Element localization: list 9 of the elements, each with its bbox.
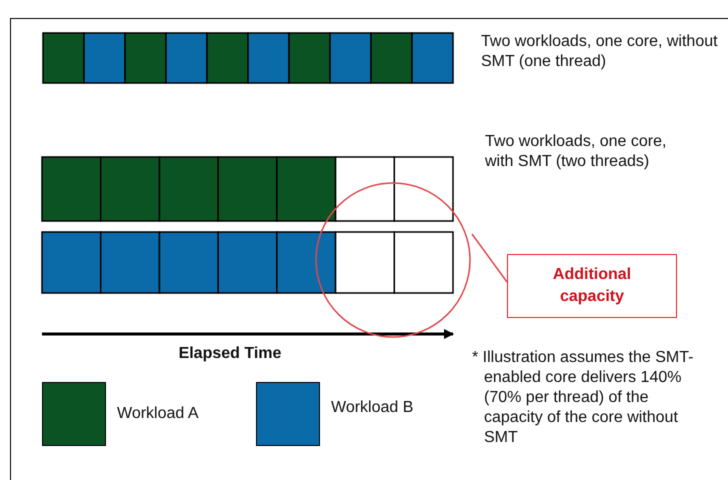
callout-box: Additional capacity <box>507 254 677 318</box>
footnote: * Illustration assumes the SMT-enabled core delivers 140% (70% per thread) of the capacity of the core without SMT <box>472 348 694 448</box>
axis-label: Elapsed Time <box>178 344 282 364</box>
leader-line <box>471 234 508 282</box>
legend-label: Workload B <box>331 398 414 418</box>
highlight-circle <box>315 182 471 338</box>
legend-label: Workload A <box>117 404 199 424</box>
row-caption: Two workloads, one core, with SMT (two threads) <box>485 132 668 172</box>
row-caption: Two workloads, one core, without SMT (one thread) <box>481 32 719 72</box>
